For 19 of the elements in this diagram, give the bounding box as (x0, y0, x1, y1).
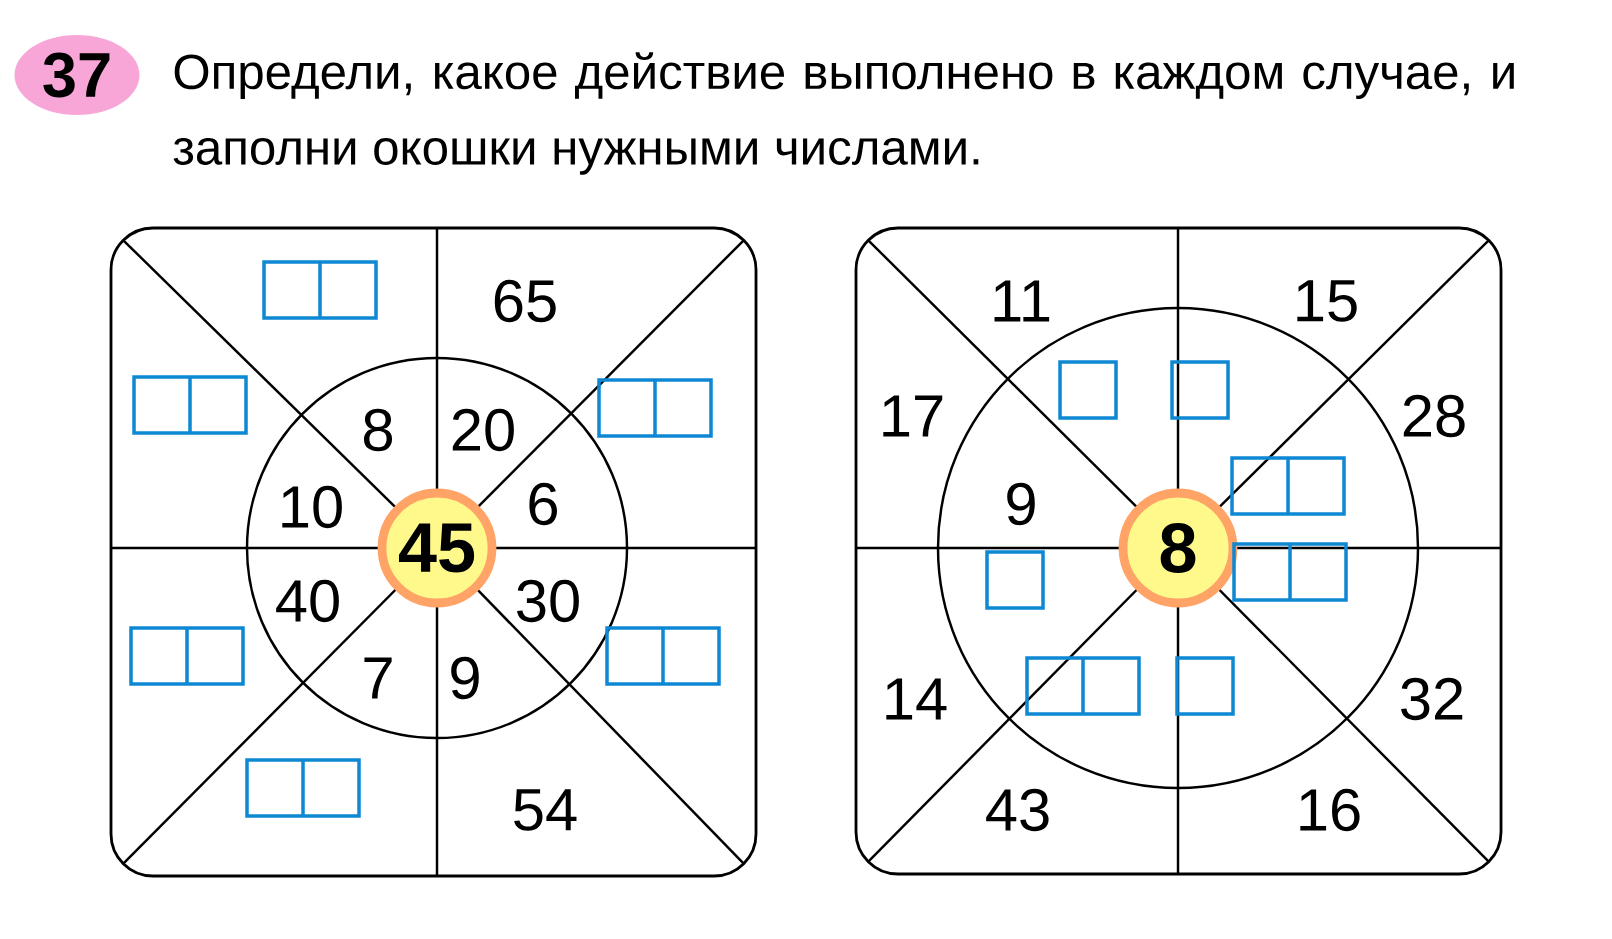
number: 30 (517, 579, 579, 623)
number: 40 (276, 579, 339, 623)
number: 20 (452, 408, 514, 452)
number: 8 (364, 408, 393, 452)
number: 11 (994, 280, 1050, 322)
number: 6 (529, 482, 557, 526)
instruction-text: Определи, какое действие выполнено в каждом случае, и заполни окошки нужными числами. (173, 52, 1514, 175)
number: 15 (1297, 280, 1357, 322)
number: 32 (1401, 677, 1463, 721)
number: 17 (883, 395, 943, 437)
number: 7 (364, 657, 392, 699)
number: 14 (886, 678, 947, 720)
number: 28 (1403, 394, 1465, 438)
number: 54 (514, 789, 577, 831)
number: 43 (986, 788, 1049, 832)
number: 65 (494, 279, 556, 323)
task-number: 37 (14, 34, 140, 115)
number: 9 (1007, 482, 1035, 526)
number: 16 (1300, 788, 1360, 832)
